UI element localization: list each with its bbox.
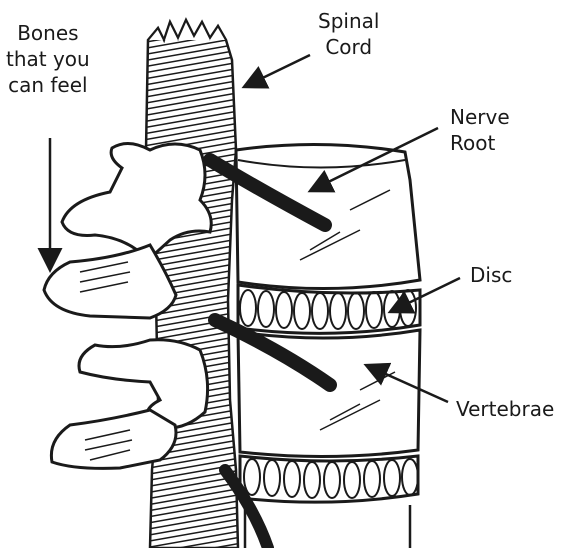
disc-label: Disc xyxy=(470,262,512,288)
bones-label: Bones that you can feel xyxy=(6,20,90,98)
vertebral-body-upper xyxy=(236,144,420,288)
disc-upper xyxy=(238,285,420,333)
nerve-root-label: Nerve Root xyxy=(450,104,510,156)
vertebrae-label: Vertebrae xyxy=(456,396,554,422)
spinal-cord-label: Spinal Cord xyxy=(318,8,379,60)
spinal-cord-arrow xyxy=(246,55,310,86)
